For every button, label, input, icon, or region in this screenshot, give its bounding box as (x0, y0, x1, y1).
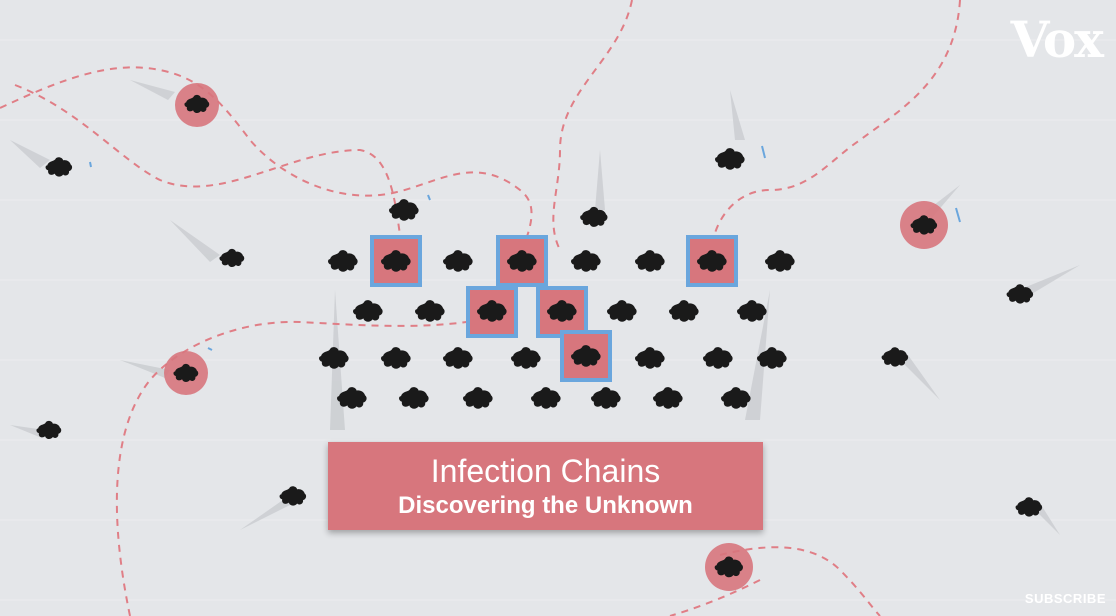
contact-trace-box (536, 286, 588, 338)
contact-trace-boxes (370, 235, 738, 382)
contact-trace-box (686, 235, 738, 287)
contact-trace-box (466, 286, 518, 338)
blue-ticks (89, 145, 961, 351)
contact-trace-box (370, 235, 422, 287)
title-card: Infection Chains Discovering the Unknown (328, 442, 763, 530)
contact-trace-box (560, 330, 612, 382)
infection-paths (0, 0, 961, 616)
contact-trace-box (496, 235, 548, 287)
subscribe-button[interactable]: SUBSCRIBE (1024, 591, 1106, 606)
infected-people (164, 83, 948, 591)
title-card-subtitle: Discovering the Unknown (398, 492, 693, 519)
vox-logo: Vox (1010, 10, 1104, 69)
title-card-title: Infection Chains (430, 453, 661, 489)
